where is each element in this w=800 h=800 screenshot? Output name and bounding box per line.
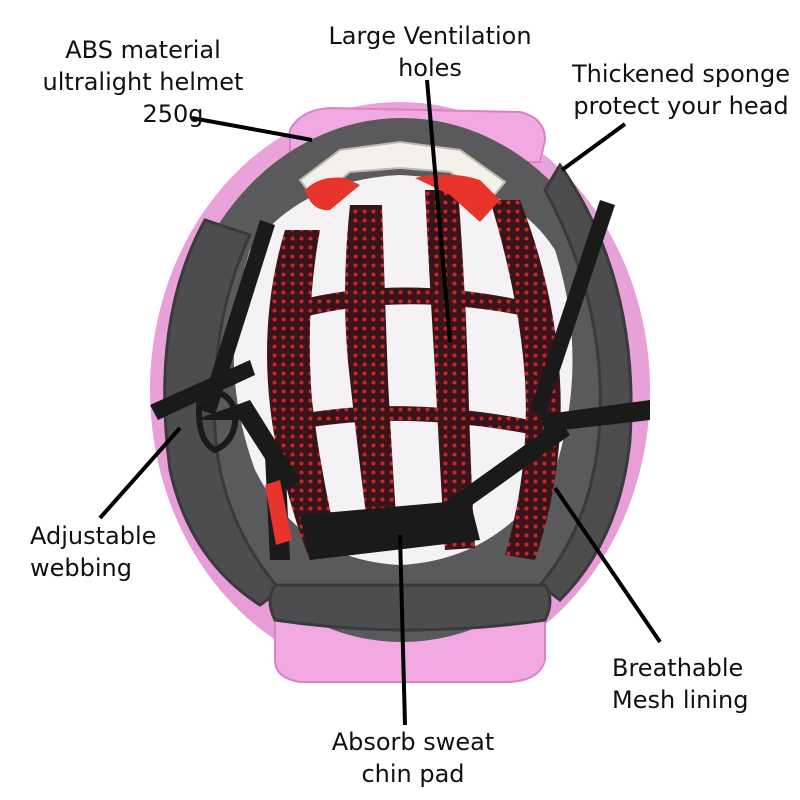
- label-chin-pad: Absorb sweat chin pad: [331, 728, 495, 788]
- label-mesh-lining: Breathable Mesh lining: [612, 654, 749, 714]
- leader-chin: [398, 534, 407, 726]
- strap-left-lower: [150, 360, 255, 420]
- side-buckle: [196, 389, 292, 545]
- label-abs-material: ABS material ultralight helmet 250g: [42, 36, 244, 128]
- strap-right-upper: [530, 200, 615, 415]
- label-ventilation: Large Ventilation holes: [328, 22, 532, 82]
- rear-adjuster-red-left: [305, 177, 360, 211]
- leader-vent: [425, 79, 452, 343]
- sponge-pad-right: [537, 162, 633, 602]
- mesh-rib-center: [425, 190, 475, 550]
- leader-sponge: [560, 122, 627, 172]
- label-webbing: Adjustable webbing: [30, 522, 157, 582]
- leader-mesh: [553, 486, 662, 644]
- strap-left-upper: [200, 220, 275, 415]
- leader-webbing: [98, 426, 182, 520]
- mesh-crossband: [300, 287, 520, 318]
- strap-right-lower: [540, 400, 650, 432]
- leader-abs: [191, 116, 313, 142]
- sponge-pad-left: [163, 218, 283, 607]
- chin-strap-band: [300, 500, 480, 560]
- label-sponge: Thickened sponge protect your head: [571, 60, 790, 120]
- mesh-rib-right: [490, 200, 561, 560]
- mesh-crossband-2: [295, 406, 530, 434]
- sponge-pad-front: [268, 583, 552, 632]
